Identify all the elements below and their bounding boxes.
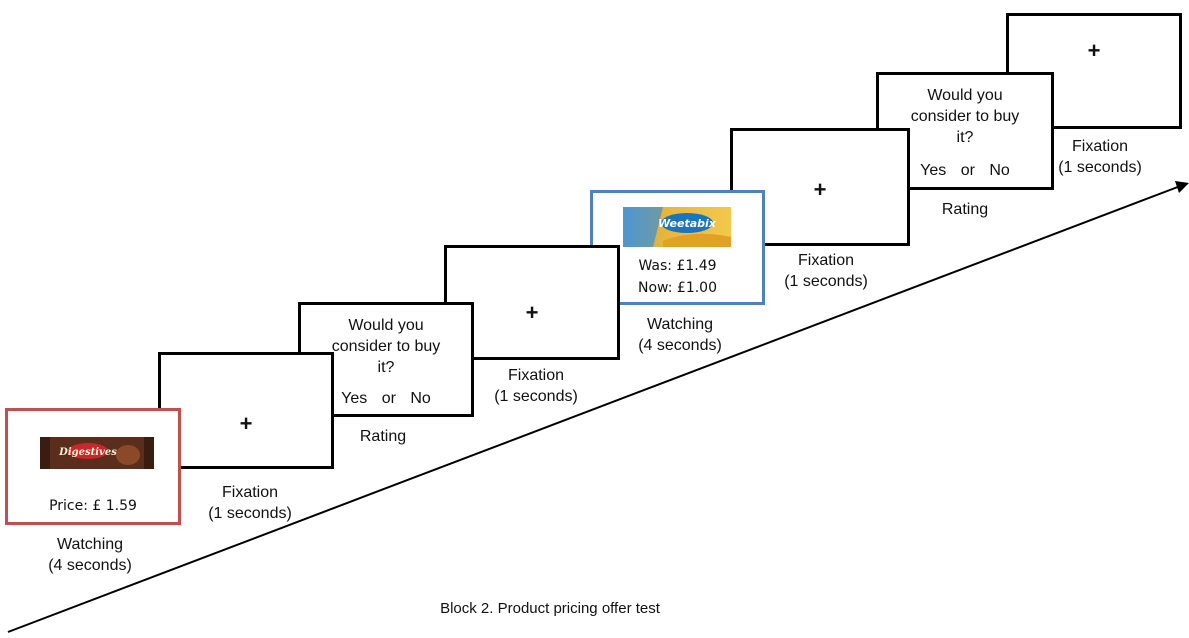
rating-caption-2: Rating — [941, 201, 989, 218]
was-price: Was: £1.49 — [638, 258, 717, 274]
weetabix-product-image: Weetabix — [623, 207, 731, 247]
fixation-caption-1: Fixation (1 seconds) — [208, 484, 292, 522]
fixation-caption-2: Fixation (1 seconds) — [494, 367, 578, 405]
price-label: Price: £ 1.59 — [49, 498, 137, 514]
watching-screen-1: Digestives Price: £ 1.59 — [5, 408, 181, 525]
rating-caption-1: Rating — [359, 428, 407, 445]
rating-answers: Yes or No — [341, 390, 431, 407]
fixation-screen-1: + — [158, 352, 334, 469]
digestives-product-image: Digestives — [40, 435, 154, 471]
fixation-cross: + — [813, 177, 827, 202]
digestives-logo-text: Digestives — [58, 447, 117, 458]
fixation-cross: + — [525, 300, 539, 325]
fixation-cross: + — [1087, 38, 1101, 63]
figure-caption: Block 2. Product pricing offer test — [440, 600, 660, 617]
rating-question: Would you consider to buy it? — [331, 317, 441, 376]
fixation-caption-4: Fixation (1 seconds) — [1058, 138, 1142, 176]
watching-caption-2: Watching (4 seconds) — [638, 316, 722, 354]
watching-caption-1: Watching (4 seconds) — [48, 536, 132, 574]
now-price: Now: £1.00 — [638, 280, 717, 296]
rating-question: Would you consider to buy it? — [910, 87, 1020, 146]
fixation-caption-3: Fixation (1 seconds) — [784, 252, 868, 290]
weetabix-logo-text: Weetabix — [658, 217, 717, 230]
fixation-cross: + — [239, 411, 253, 436]
rating-answers: Yes or No — [920, 162, 1010, 179]
watching-screen-2: Weetabix Was: £1.49 Now: £1.00 — [590, 190, 765, 305]
